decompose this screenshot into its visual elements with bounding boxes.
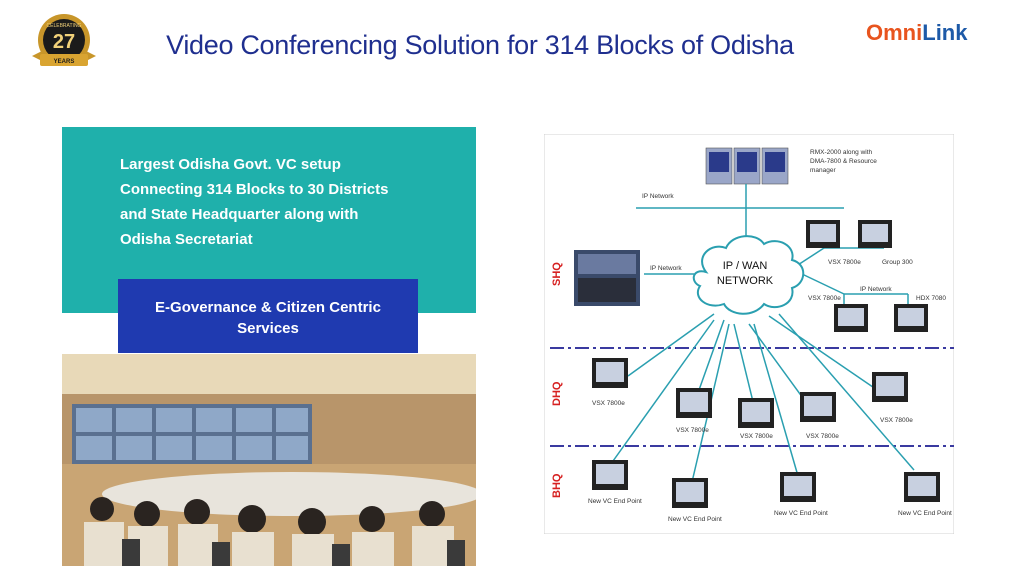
endpoint-label: New VC End Point: [774, 510, 828, 517]
blue-card: E-Governance & Citizen Centric Services: [118, 279, 418, 353]
logo-mni: mni: [883, 20, 923, 45]
ip-network-left-label: IP Network: [650, 265, 682, 272]
endpoint-label: VSX 7800e: [676, 427, 709, 434]
page-title: Video Conferencing Solution for 314 Bloc…: [166, 30, 794, 60]
badge-number: 27: [53, 31, 75, 53]
endpoint-label: New VC End Point: [668, 516, 722, 523]
endpoint-label: VSX 7800e: [880, 417, 913, 424]
conference-room-photo: [62, 354, 476, 566]
rmx-label: DMA-7800 & Resource: [810, 158, 877, 165]
rmx-label: manager: [810, 167, 836, 174]
logo-link: Link: [922, 20, 968, 45]
tier-label-bhq: BHQ: [551, 473, 563, 498]
endpoint-label: New VC End Point: [898, 510, 952, 517]
vc-endpoint-icon: [738, 398, 774, 428]
vc-endpoint-icon: [592, 460, 628, 490]
badge-bottom-text: YEARS: [54, 59, 75, 65]
vc-endpoint-icon: [894, 304, 928, 332]
vc-endpoint-icon: [800, 392, 836, 422]
endpoint-label: VSX 7800e: [828, 259, 861, 266]
tier-label-dhq: DHQ: [551, 381, 563, 406]
shq-room-photo: [574, 250, 640, 306]
network-diagram: SHQ DHQ BHQ RMX-2000 along with DMA-7800…: [544, 134, 954, 534]
vc-endpoint-icon: [872, 372, 908, 402]
cloud-label-line1: IP / WAN: [723, 260, 768, 272]
endpoint-label: VSX 7800e: [740, 433, 773, 440]
rmx-label: RMX-2000 along with: [810, 149, 873, 156]
vc-endpoint-icon: [834, 304, 868, 332]
endpoint-label: Group 300: [882, 259, 913, 266]
endpoint-label: VSX 7800e: [806, 433, 839, 440]
teal-line: Odisha Secretariat: [120, 231, 253, 248]
wan-cloud-icon: [692, 235, 805, 315]
endpoint-label: HDX 7080: [916, 295, 946, 302]
teal-line: Connecting 314 Blocks to 30 Districts: [120, 181, 389, 198]
anniversary-badge: CELEBRATING 27 YEARS: [32, 14, 96, 66]
vc-endpoint-icon: [592, 358, 628, 388]
blue-card-text: E-Governance & Citizen Centric Services: [155, 299, 381, 337]
cloud-label-line2: NETWORK: [717, 275, 774, 287]
teal-line: and State Headquarter along with: [120, 206, 359, 223]
vc-endpoint-icon: [806, 220, 840, 248]
badge-top-text: CELEBRATING: [47, 23, 82, 29]
endpoint-label: VSX 7800e: [808, 295, 841, 302]
vc-endpoint-icon: [676, 388, 712, 418]
teal-card-text: Largest Odisha Govt. VC setup Connecting…: [120, 152, 440, 252]
endpoint-label: VSX 7800e: [592, 400, 625, 407]
vc-endpoint-icon: [672, 478, 708, 508]
vc-endpoint-icon: [858, 220, 892, 248]
rmx-server-icon: [705, 147, 789, 185]
endpoint-label: New VC End Point: [588, 498, 642, 505]
vc-endpoint-icon: [780, 472, 816, 502]
ip-network-right-label: IP Network: [860, 286, 892, 293]
omnilink-logo: OmniLink: [866, 20, 1016, 46]
vc-endpoint-icon: [904, 472, 940, 502]
ip-network-top-label: IP Network: [642, 193, 674, 200]
tier-label-shq: SHQ: [551, 262, 563, 286]
teal-line: Largest Odisha Govt. VC setup: [120, 156, 341, 173]
logo-o: O: [866, 20, 884, 45]
